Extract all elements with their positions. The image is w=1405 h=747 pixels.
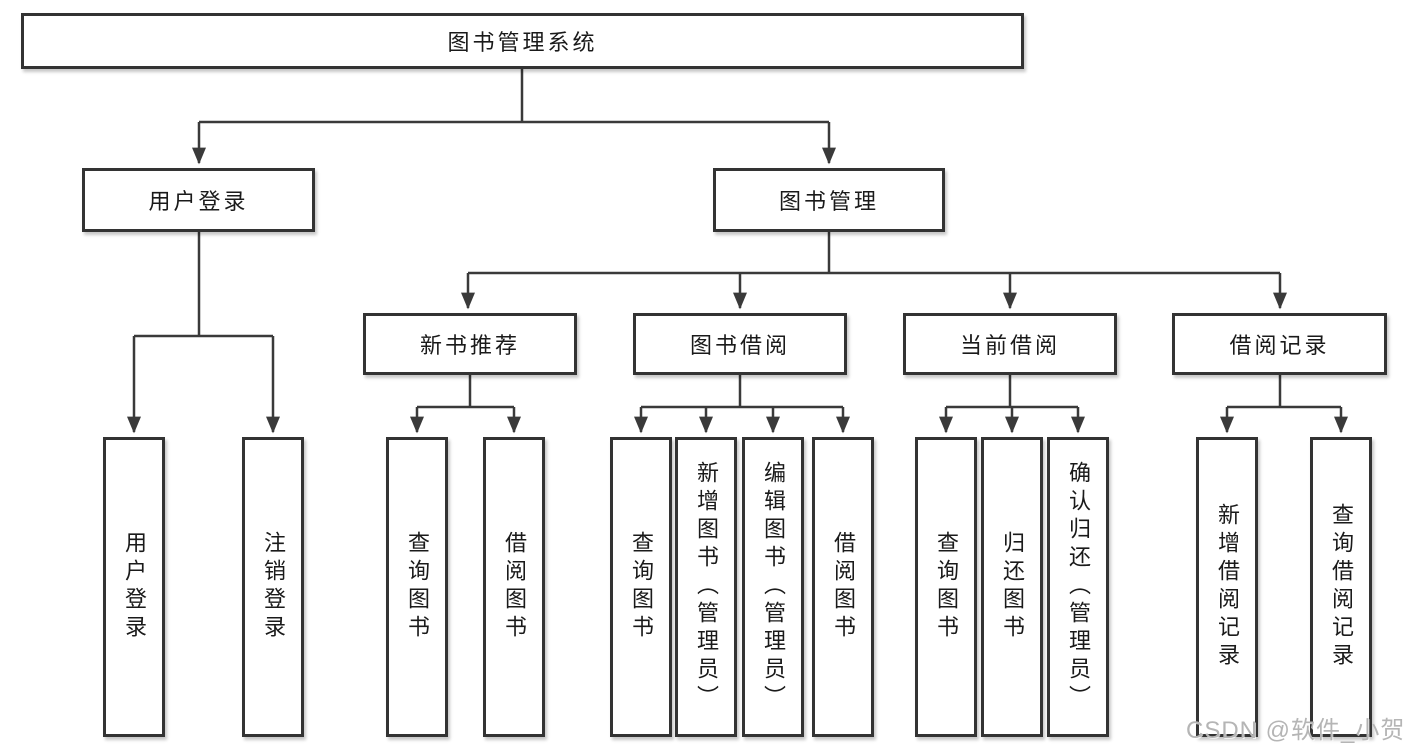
leaf-query-borrow-record-label: 查询借阅记录 (1329, 503, 1354, 671)
leaf-edit-books-admin-label: 编辑图书（管理员） (761, 461, 786, 713)
leaf-query-books-borrow: 查询图书 (610, 437, 672, 737)
leaf-query-books-borrow-label: 查询图书 (629, 531, 654, 643)
leaf-query-books-current: 查询图书 (915, 437, 977, 737)
leaf-query-books-recommend: 查询图书 (386, 437, 448, 737)
leaf-logout: 注销登录 (242, 437, 304, 737)
leaf-query-books-current-label: 查询图书 (934, 531, 959, 643)
leaf-borrow-books-recommend-label: 借阅图书 (502, 531, 527, 643)
node-book-management-label: 图书管理 (778, 189, 879, 214)
node-book-borrow: 图书借阅 (633, 313, 847, 375)
node-new-book-recommend: 新书推荐 (363, 313, 577, 375)
leaf-confirm-return-admin: 确认归还（管理员） (1047, 437, 1109, 737)
leaf-logout-label: 注销登录 (261, 531, 286, 643)
leaf-query-borrow-record: 查询借阅记录 (1310, 437, 1372, 737)
leaf-return-books-label: 归还图书 (1000, 531, 1025, 643)
leaf-add-borrow-record-label: 新增借阅记录 (1215, 503, 1240, 671)
node-current-borrow: 当前借阅 (903, 313, 1117, 375)
leaf-add-books-admin-label: 新增图书（管理员） (694, 461, 719, 713)
node-current-borrow-label: 当前借阅 (959, 333, 1060, 358)
leaf-return-books: 归还图书 (981, 437, 1043, 737)
node-library-system: 图书管理系统 (21, 13, 1024, 69)
watermark: CSDN @软件_小贺同学 (1186, 717, 1405, 744)
node-new-book-recommend-label: 新书推荐 (419, 333, 520, 358)
node-borrow-records: 借阅记录 (1172, 313, 1387, 375)
leaf-borrow-books: 借阅图书 (812, 437, 874, 737)
leaf-add-borrow-record: 新增借阅记录 (1196, 437, 1258, 737)
connector-trunks (134, 69, 1341, 409)
node-library-system-label: 图书管理系统 (447, 30, 598, 55)
leaf-user-login-label: 用户登录 (122, 531, 147, 643)
node-borrow-records-label: 借阅记录 (1229, 333, 1330, 358)
leaf-query-books-recommend-label: 查询图书 (405, 531, 430, 643)
node-book-borrow-label: 图书借阅 (689, 333, 790, 358)
leaf-user-login: 用户登录 (103, 437, 165, 737)
leaf-edit-books-admin: 编辑图书（管理员） (742, 437, 804, 737)
leaf-confirm-return-admin-label: 确认归还（管理员） (1066, 461, 1091, 713)
leaf-borrow-books-label: 借阅图书 (831, 531, 856, 643)
node-book-management: 图书管理 (713, 168, 945, 232)
leaf-borrow-books-recommend: 借阅图书 (483, 437, 545, 737)
leaf-add-books-admin: 新增图书（管理员） (675, 437, 737, 737)
node-user-login: 用户登录 (82, 168, 315, 232)
node-user-login-label: 用户登录 (148, 189, 249, 214)
